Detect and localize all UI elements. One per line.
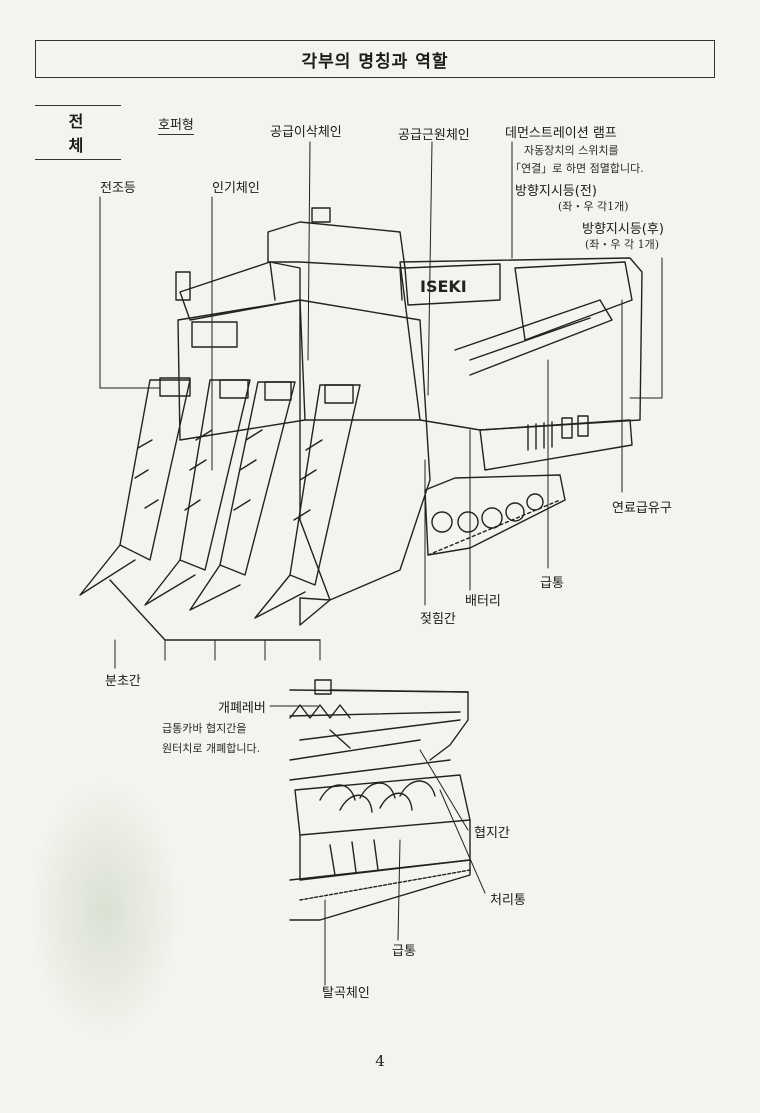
label-turn-signal-front: 방향지시등(전) xyxy=(515,184,597,199)
label-raising-chain: 인기체인 xyxy=(212,181,260,196)
page-title-text: 각부의 명칭과 역할 xyxy=(301,51,449,72)
label-threshing-chain: 탈곡체인 xyxy=(322,986,370,1001)
label-supply-transplant-chain: 공급이삭체인 xyxy=(270,125,342,140)
svg-text:ISEKI: ISEKI xyxy=(420,277,467,296)
label-battery: 배터리 xyxy=(465,594,501,609)
label-pressing-rod-detail: 협지간 xyxy=(474,826,510,841)
section-heading: 전 체 xyxy=(35,105,121,160)
page-number: 4 xyxy=(375,1052,385,1070)
label-demo-lamp: 데먼스트레이션 램프 xyxy=(505,126,617,141)
note-open-lever-2: 원터치로 개폐합니다. xyxy=(162,742,261,755)
note-rear-count: (좌・우 각 1개) xyxy=(585,238,660,251)
label-open-lever: 개폐레버 xyxy=(218,701,266,716)
page-title: 각부의 명칭과 역할 xyxy=(35,40,715,78)
label-feed-drum: 급통 xyxy=(540,576,564,591)
note-demo-lamp-2: 「연결」로 하면 점멸합니다. xyxy=(510,162,644,175)
leader-lines-detail xyxy=(269,705,486,986)
thresher-detail-drawing xyxy=(289,679,471,921)
label-feed-drum-detail: 급통 xyxy=(392,944,416,959)
note-front-count: (좌・우 각1개) xyxy=(558,200,629,213)
note-demo-lamp-1: 자동장치의 스위치를 xyxy=(524,144,619,157)
label-turn-signal-rear: 방향지시등(후) xyxy=(582,222,664,237)
leader-lines-overview xyxy=(99,141,663,669)
label-fuel-inlet: 연료급유구 xyxy=(612,501,672,516)
label-type: 호퍼형 xyxy=(158,114,194,135)
label-pressing-rod: 젖힘간 xyxy=(420,612,456,627)
harvester-overview-drawing: ISEKI xyxy=(79,207,643,641)
label-supply-root-chain: 공급근원체인 xyxy=(398,128,470,143)
label-headlight: 전조등 xyxy=(100,181,136,196)
label-processing-drum: 처리통 xyxy=(490,893,526,908)
label-crop-divider: 분초간 xyxy=(105,674,141,689)
paper-stain xyxy=(30,780,180,1040)
note-open-lever-1: 급통카바 협지간을 xyxy=(162,722,247,735)
